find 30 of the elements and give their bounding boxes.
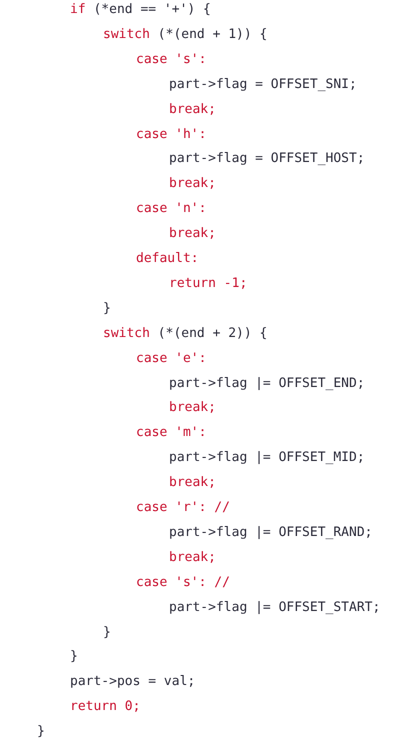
code-line: } bbox=[70, 648, 78, 666]
code-line: part->flag |= OFFSET_START; bbox=[169, 598, 380, 617]
code-line: break; bbox=[169, 399, 216, 418]
code-line: } bbox=[37, 723, 45, 742]
code-line: return -1; bbox=[169, 274, 248, 293]
code-line: case 's': bbox=[136, 50, 206, 69]
code-line: if (*end == '+') { bbox=[70, 1, 211, 19]
code-line: break; bbox=[169, 100, 216, 119]
code-line: return 0; bbox=[70, 698, 140, 716]
code-line: case 'h': bbox=[136, 126, 206, 144]
code-line: part->flag |= OFFSET_MID; bbox=[169, 449, 365, 468]
code-line: part->flag |= OFFSET_END; bbox=[169, 374, 365, 392]
code-line: case 's': // bbox=[136, 574, 230, 592]
code-line: break; bbox=[169, 548, 216, 567]
code-line: part->flag |= OFFSET_RAND; bbox=[169, 524, 372, 542]
code-line: break; bbox=[169, 175, 216, 194]
code-line: switch (*(end + 1)) { bbox=[103, 26, 268, 44]
code-line: break; bbox=[169, 225, 216, 244]
code-line: case 'e': bbox=[136, 350, 206, 368]
code-line: default: bbox=[136, 250, 199, 268]
code-line: part->pos = val; bbox=[70, 673, 196, 692]
code-line: case 'r': // bbox=[136, 499, 230, 517]
code-line: part->flag = OFFSET_HOST; bbox=[169, 150, 365, 168]
code-line: switch (*(end + 2)) { bbox=[103, 324, 268, 343]
code-line: break; bbox=[169, 474, 216, 492]
code-line: } bbox=[103, 300, 111, 318]
code-line: } bbox=[103, 624, 111, 642]
code-line: case 'm': bbox=[136, 424, 206, 442]
code-line: part->flag = OFFSET_SNI; bbox=[169, 76, 357, 94]
code-line: case 'n': bbox=[136, 200, 206, 218]
